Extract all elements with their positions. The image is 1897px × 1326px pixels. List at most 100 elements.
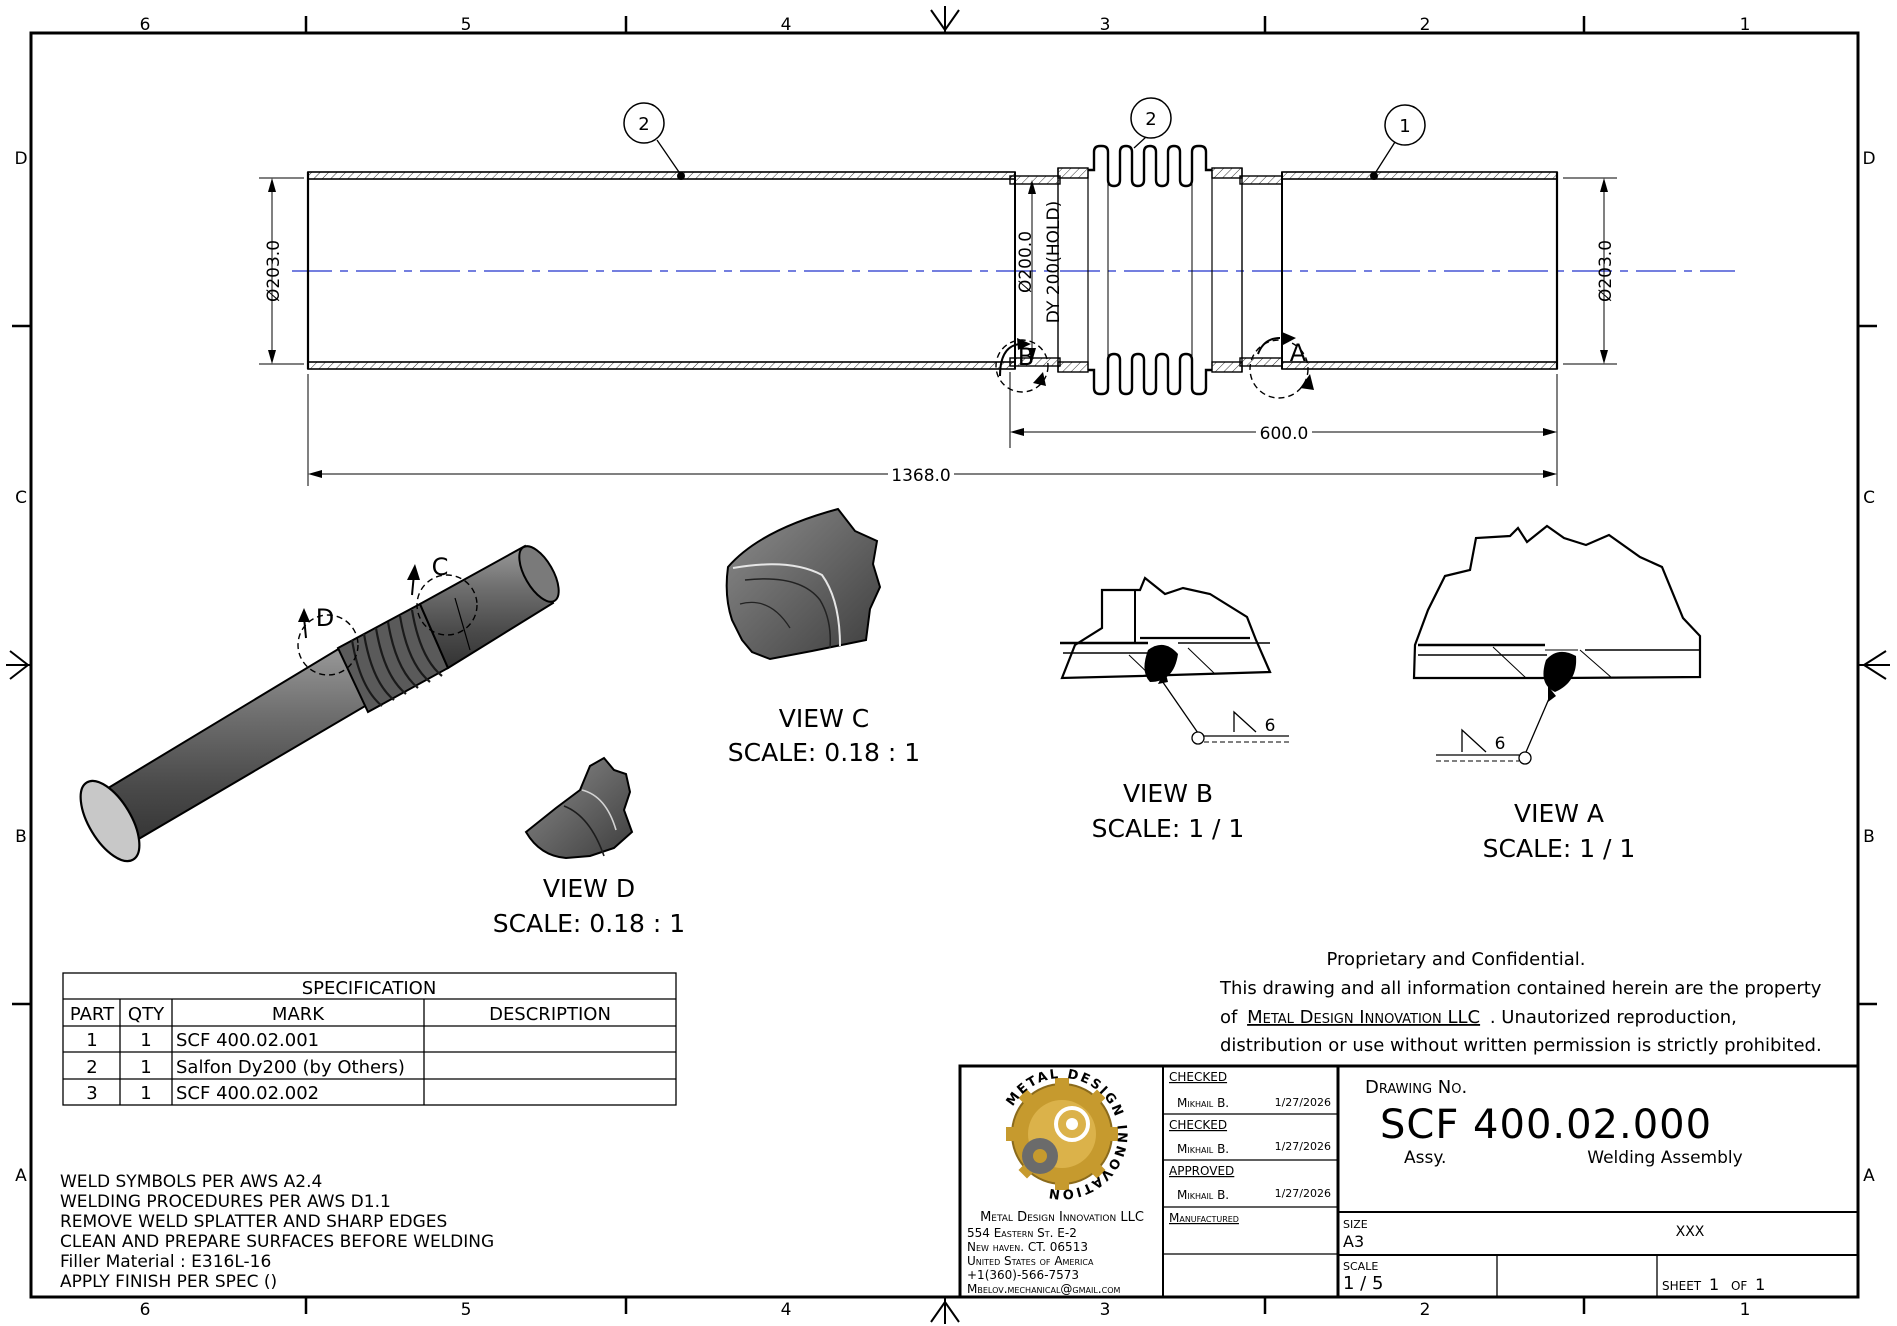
detail-callout-b: B bbox=[995, 338, 1049, 393]
table-row: 1 1 SCF 400.02.001 bbox=[86, 1030, 319, 1051]
cell-mark: SCF 400.02.002 bbox=[176, 1083, 319, 1104]
approval-row: CHECKED Mikhail B. 1/27/2026 bbox=[1169, 1118, 1331, 1156]
view-a-scale: SCALE: 1 / 1 bbox=[1483, 834, 1636, 863]
weld-size: 6 bbox=[1265, 716, 1276, 736]
balloon-part-1: 1 bbox=[1370, 104, 1426, 180]
approval-label: CHECKED bbox=[1169, 1118, 1227, 1132]
zone-row-right: D bbox=[1862, 149, 1875, 169]
table-row: 2 1 Salfon Dy200 (by Others) bbox=[86, 1057, 405, 1078]
drawing-no-label: Drawing No. bbox=[1365, 1077, 1467, 1098]
cell-part: 2 bbox=[86, 1057, 97, 1078]
proprietary-line: Proprietary and Confidential. bbox=[1327, 949, 1586, 970]
zone-row-right: A bbox=[1863, 1166, 1875, 1186]
approval-date: 1/27/2026 bbox=[1275, 1187, 1331, 1200]
view-c-scale: SCALE: 0.18 : 1 bbox=[728, 738, 920, 767]
cell-part: 3 bbox=[86, 1083, 97, 1104]
approval-label: CHECKED bbox=[1169, 1070, 1227, 1084]
specification-table: SPECIFICATION PART QTY MARK DESCRIPTION … bbox=[62, 972, 677, 1106]
spec-header: PART bbox=[70, 1004, 115, 1025]
cell-qty: 1 bbox=[140, 1083, 151, 1104]
address-line: 554 Eastern St. E-2 bbox=[967, 1226, 1077, 1240]
sheet-label: SHEET bbox=[1662, 1279, 1702, 1293]
company-name: Metal Design Innovation LLC bbox=[980, 1210, 1144, 1225]
zone-row-left: C bbox=[15, 488, 27, 508]
proprietary-line: distribution or use without written perm… bbox=[1220, 1035, 1822, 1056]
zone-col-top: 4 bbox=[781, 15, 792, 35]
proprietary-suffix: . Unautorized reproduction, bbox=[1490, 1007, 1737, 1028]
dim-length-600: 600.0 bbox=[1009, 372, 1558, 486]
address-line: New haven. CT. 06513 bbox=[967, 1240, 1088, 1254]
zone-col-bottom: 2 bbox=[1420, 1300, 1431, 1320]
scale-label: SCALE bbox=[1343, 1260, 1378, 1273]
approval-label: APPROVED bbox=[1169, 1164, 1234, 1178]
bellows-assembly bbox=[1009, 144, 1283, 396]
proprietary-line: This drawing and all information contain… bbox=[1219, 978, 1822, 999]
balloon-part-2-bellows: 2 bbox=[1130, 97, 1172, 149]
iso-detail-tag-d: D bbox=[316, 604, 334, 632]
iso-detail-tag-c: C bbox=[432, 553, 449, 581]
cell-mark: Salfon Dy200 (by Others) bbox=[176, 1057, 405, 1078]
view-b-title: VIEW B bbox=[1123, 779, 1213, 808]
detail-tag: B bbox=[1018, 343, 1034, 371]
assy-label: Assy. bbox=[1404, 1148, 1446, 1168]
dim-text: Ø200.0 bbox=[1016, 231, 1036, 293]
general-notes: WELD SYMBOLS PER AWS A2.4 WELDING PROCED… bbox=[60, 1172, 494, 1292]
note-line: WELDING PROCEDURES PER AWS D1.1 bbox=[60, 1192, 391, 1212]
approval-name: Mikhail B. bbox=[1177, 1188, 1229, 1202]
dim-length-overall: 1368.0 bbox=[307, 374, 1557, 486]
detail-callout-a: A bbox=[1249, 332, 1314, 399]
main-section-view: 2 2 1 Ø203.0 Ø203.0 bbox=[259, 97, 1735, 486]
note-line: APPLY FINISH PER SPEC () bbox=[60, 1272, 277, 1292]
spec-title: SPECIFICATION bbox=[302, 978, 437, 999]
dim-text: Ø203.0 bbox=[1596, 240, 1616, 302]
manufactured-label: Manufactured bbox=[1169, 1211, 1239, 1225]
view-c: VIEW C SCALE: 0.18 : 1 bbox=[725, 507, 920, 767]
size-value: A3 bbox=[1343, 1232, 1364, 1251]
balloon-number: 1 bbox=[1399, 116, 1410, 137]
dim-text: 1368.0 bbox=[891, 466, 950, 486]
drawing-number: SCF 400.02.000 bbox=[1380, 1102, 1712, 1148]
note-line: Filler Material : E316L-16 bbox=[60, 1252, 271, 1272]
sheet-border bbox=[6, 6, 1890, 1324]
zone-col-bottom: 6 bbox=[140, 1300, 151, 1320]
spec-header: MARK bbox=[272, 1004, 325, 1025]
cell-part: 1 bbox=[86, 1030, 97, 1051]
sheet-number: 1 bbox=[1709, 1275, 1719, 1294]
company-logo: METAL DESIGN INNOVATION bbox=[1004, 1067, 1128, 1201]
dim-left-diameter: Ø203.0 bbox=[259, 177, 304, 365]
approval-date: 1/27/2026 bbox=[1275, 1096, 1331, 1109]
address-line: Mbelov.mechanical@gmail.com bbox=[967, 1282, 1120, 1296]
zone-row-left: A bbox=[15, 1166, 27, 1186]
proprietary-notice: Proprietary and Confidential. This drawi… bbox=[1219, 949, 1822, 1056]
sheet-info: SHEET 1 OF 1 bbox=[1662, 1275, 1765, 1294]
drawing-title: Welding Assembly bbox=[1587, 1148, 1742, 1168]
approval-name: Mikhail B. bbox=[1177, 1096, 1229, 1110]
revision-value: XXX bbox=[1676, 1224, 1705, 1240]
view-d: VIEW D SCALE: 0.18 : 1 bbox=[493, 756, 685, 938]
cell-mark: SCF 400.02.001 bbox=[176, 1030, 319, 1051]
balloon-number: 2 bbox=[1145, 109, 1156, 130]
balloon-part-2-left: 2 bbox=[623, 102, 685, 180]
detail-tag: A bbox=[1290, 339, 1307, 367]
isometric-view: D C bbox=[79, 544, 560, 863]
view-d-title: VIEW D bbox=[543, 874, 635, 903]
approval-row: APPROVED Mikhail B. 1/27/2026 bbox=[1169, 1164, 1331, 1202]
proprietary-line: of Metal Design Innovation LLC . Unautor… bbox=[1220, 1007, 1737, 1028]
zone-col-bottom: 3 bbox=[1100, 1300, 1111, 1320]
spec-header: QTY bbox=[128, 1004, 165, 1025]
note-line: CLEAN AND PREPARE SURFACES BEFORE WELDIN… bbox=[60, 1232, 494, 1252]
zone-col-top: 3 bbox=[1100, 15, 1111, 35]
view-a-title: VIEW A bbox=[1514, 799, 1604, 828]
title-block: METAL DESIGN INNOVATION Metal Design Inn… bbox=[958, 1064, 1860, 1299]
of-label: OF bbox=[1731, 1279, 1747, 1293]
address-line: +1(360)-566-7573 bbox=[967, 1268, 1079, 1282]
scale-value: 1 / 5 bbox=[1343, 1273, 1383, 1294]
approval-date: 1/27/2026 bbox=[1275, 1140, 1331, 1153]
zone-col-top: 5 bbox=[461, 15, 472, 35]
sheet-total: 1 bbox=[1755, 1275, 1765, 1294]
zone-col-top: 2 bbox=[1420, 15, 1431, 35]
zone-row-right: C bbox=[1863, 488, 1875, 508]
proprietary-of: of bbox=[1220, 1007, 1238, 1028]
size-label: SIZE bbox=[1343, 1218, 1368, 1231]
view-c-title: VIEW C bbox=[779, 704, 869, 733]
